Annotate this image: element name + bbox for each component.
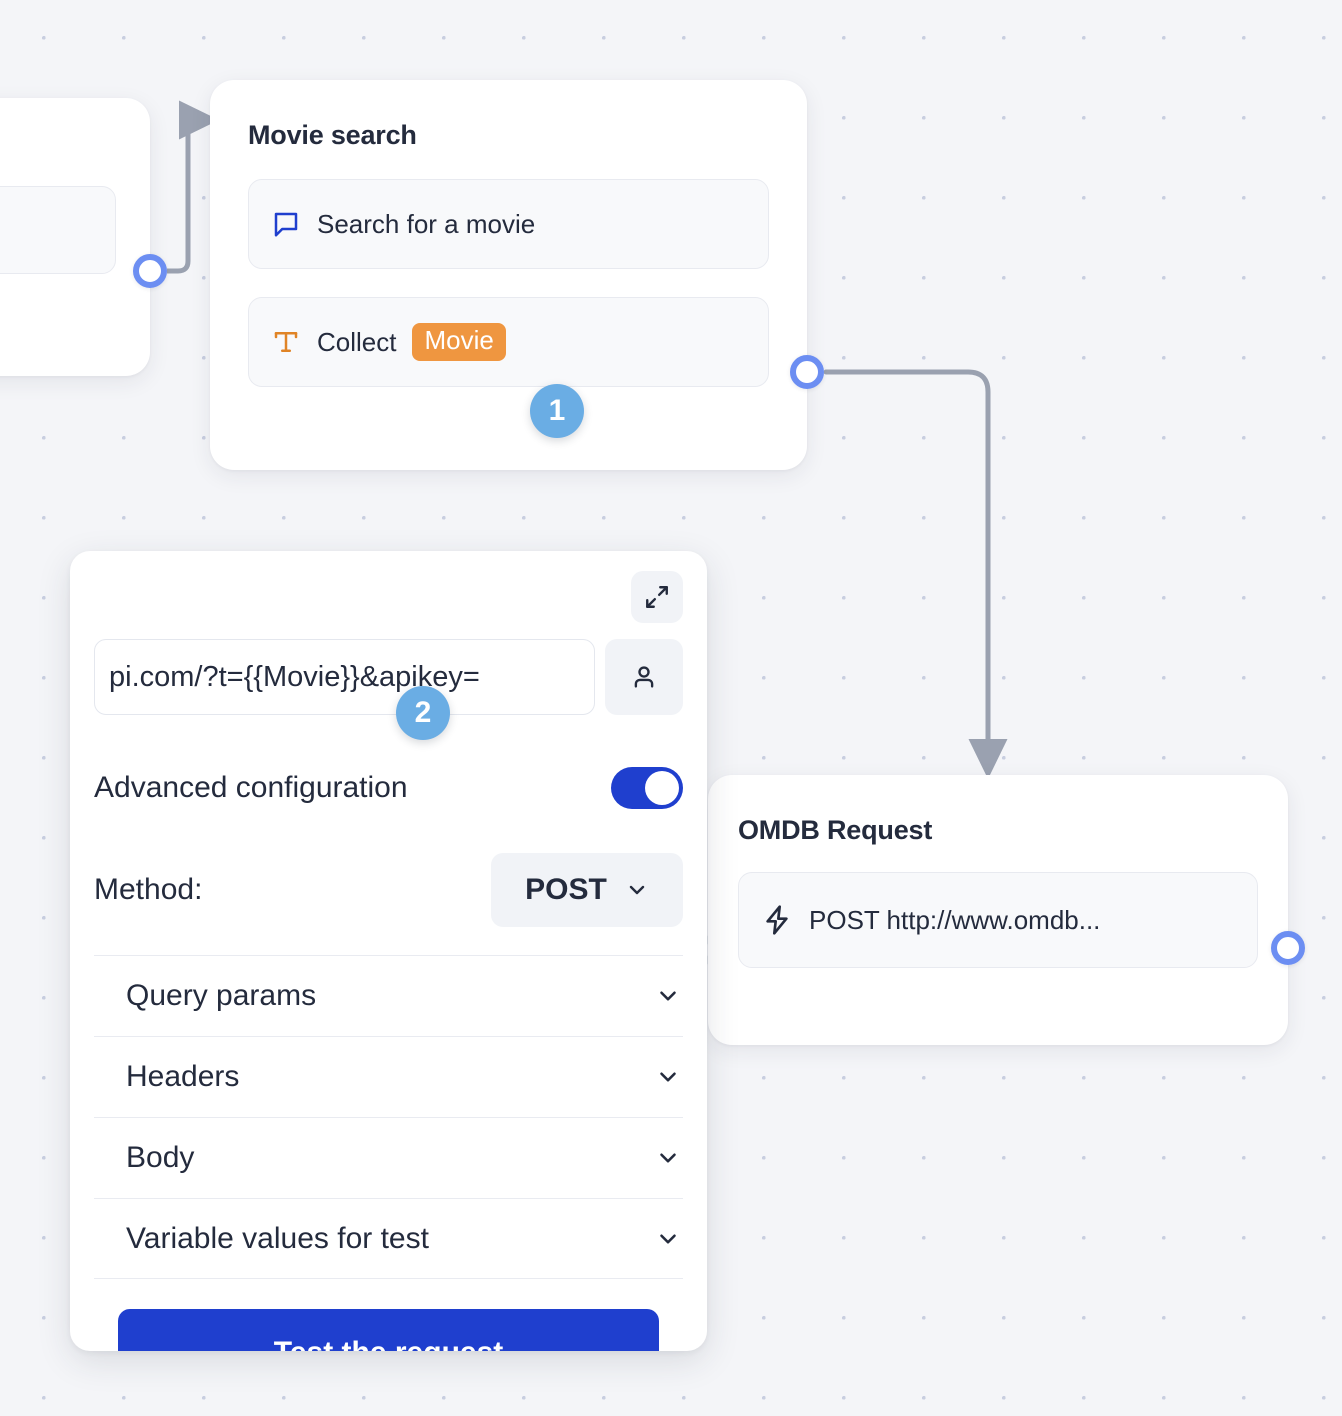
accordion-row-variable-values-for-test[interactable]: Variable values for test [94, 1198, 683, 1279]
node-row-post-request[interactable]: POST http://www.omdb... [738, 872, 1258, 968]
step-badge-2: 2 [396, 686, 450, 740]
edge-offscreen-to-movie-search [164, 100, 220, 274]
text-t-icon [271, 327, 301, 357]
node-row-label: Collect [317, 326, 397, 357]
node-title-omdb-request: OMDB Request [738, 815, 933, 845]
method-select[interactable]: POST [491, 853, 683, 927]
accordion-label: Variable values for test [126, 1221, 429, 1255]
node-card-offscreen[interactable] [0, 98, 150, 376]
request-url-input[interactable] [94, 639, 595, 715]
node-row-collect-movie[interactable]: Collect Movie [248, 297, 769, 387]
accordion-row-headers[interactable]: Headers [94, 1036, 683, 1117]
advanced-configuration-toggle[interactable] [611, 767, 683, 809]
node-row-label: POST http://www.omdb... [809, 904, 1101, 935]
method-row: Method: POST [94, 853, 683, 927]
node-row-label: Search for a movie [317, 208, 536, 239]
chevron-down-icon [660, 1153, 676, 1163]
accordion-label: Query params [126, 979, 317, 1012]
accordion-row-query-params[interactable]: Query params [94, 955, 683, 1036]
request-accordion: Query params Headers Body [94, 955, 683, 1279]
speech-bubble-icon [271, 209, 301, 239]
edge-movie-search-to-omdb [823, 369, 1008, 780]
advanced-configuration-row: Advanced configuration [94, 767, 683, 809]
test-the-request-button[interactable]: Test the request [118, 1309, 659, 1351]
chevron-down-icon [629, 885, 645, 895]
method-value: POST [525, 873, 607, 906]
port-output-omdb-request[interactable] [1271, 931, 1305, 965]
person-icon [634, 666, 654, 688]
method-label: Method: [94, 873, 203, 906]
expand-diagonal-icon-button[interactable] [631, 571, 683, 623]
variable-chip-movie[interactable]: Movie [412, 323, 506, 361]
chevron-down-icon [660, 1233, 676, 1244]
port-output-offscreen-node[interactable] [133, 254, 167, 288]
url-row [94, 639, 683, 715]
chevron-down-icon [660, 1072, 676, 1082]
chevron-down-icon [660, 991, 676, 1001]
lightning-bolt-icon [761, 904, 793, 936]
node-card-movie-search[interactable]: Movie search Search for a movie Collect [210, 80, 807, 470]
step-badge-1: 1 [530, 384, 584, 438]
accordion-label: Body [126, 1141, 195, 1174]
expand-diagonal-icon [646, 586, 668, 608]
accordion-row-body[interactable]: Body [94, 1117, 683, 1198]
accordion-label: Headers [126, 1060, 240, 1093]
advanced-configuration-label: Advanced configuration [94, 771, 408, 804]
node-row-search-for-a-movie[interactable]: Search for a movie [248, 179, 769, 269]
node-row-offscreen[interactable] [0, 186, 116, 274]
port-output-movie-search[interactable] [790, 355, 824, 389]
person-icon-button[interactable] [605, 639, 683, 715]
request-config-panel[interactable]: Advanced configuration Method: POST Quer… [70, 551, 707, 1351]
node-card-omdb-request[interactable]: OMDB Request POST http://www.omdb... [708, 775, 1288, 1045]
node-title-movie-search: Movie search [248, 120, 417, 150]
